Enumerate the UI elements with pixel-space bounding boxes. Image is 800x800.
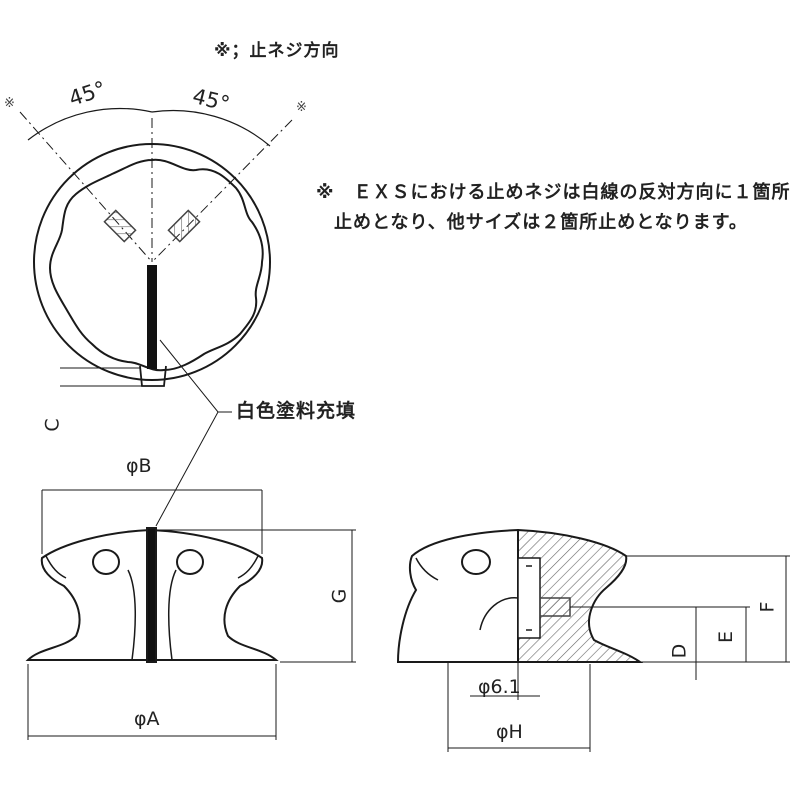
- dim-label-g: G: [328, 588, 351, 604]
- top-view: [19, 107, 293, 387]
- section-set-screw: [539, 597, 571, 617]
- angle-arc-right: [151, 109, 271, 147]
- front-view: [25, 489, 356, 740]
- note-line-1: ※ ＥＸＳにおける止めネジは白線の反対方向に１箇所: [316, 182, 791, 203]
- centerline-diag-right: [151, 119, 293, 263]
- dim-label-e: E: [715, 630, 738, 644]
- angle-arc-left: [27, 107, 153, 141]
- white-paint-groove-top: [147, 265, 157, 369]
- leader-lines: [155, 339, 232, 527]
- set-screw-left: [103, 209, 137, 243]
- dim-label-c: C: [41, 418, 64, 432]
- section-hatched-half: [517, 528, 644, 663]
- section-grip-hole: [461, 549, 491, 575]
- knob-scalloped-rim: [48, 158, 264, 372]
- dim-label-b: φB: [126, 455, 152, 477]
- dim-label-a: φA: [134, 708, 160, 730]
- dim-label-6-1: φ6.1: [478, 676, 521, 698]
- dim-label-d: D: [668, 643, 691, 659]
- dim-label-f: F: [756, 601, 779, 613]
- asterisk-right: ※: [296, 100, 307, 115]
- white-paint-callout: 白色塗料充填: [236, 400, 357, 422]
- grip-hole-left: [92, 549, 120, 575]
- section-view: [396, 528, 790, 752]
- asterisk-left: ※: [4, 96, 15, 111]
- white-paint-groove-front: [146, 527, 157, 663]
- notch-c: [139, 365, 167, 387]
- section-body-outline: [396, 528, 519, 663]
- note-line-2: 止めとなり、他サイズは２箇所止めとなります。: [334, 212, 748, 233]
- grip-hole-right: [176, 549, 204, 575]
- dim-label-h: φH: [496, 721, 523, 743]
- set-screw-direction-note: ※；止ネジ方向: [214, 41, 340, 61]
- centerline-diag-left: [19, 111, 153, 263]
- set-screw-right: [167, 209, 201, 243]
